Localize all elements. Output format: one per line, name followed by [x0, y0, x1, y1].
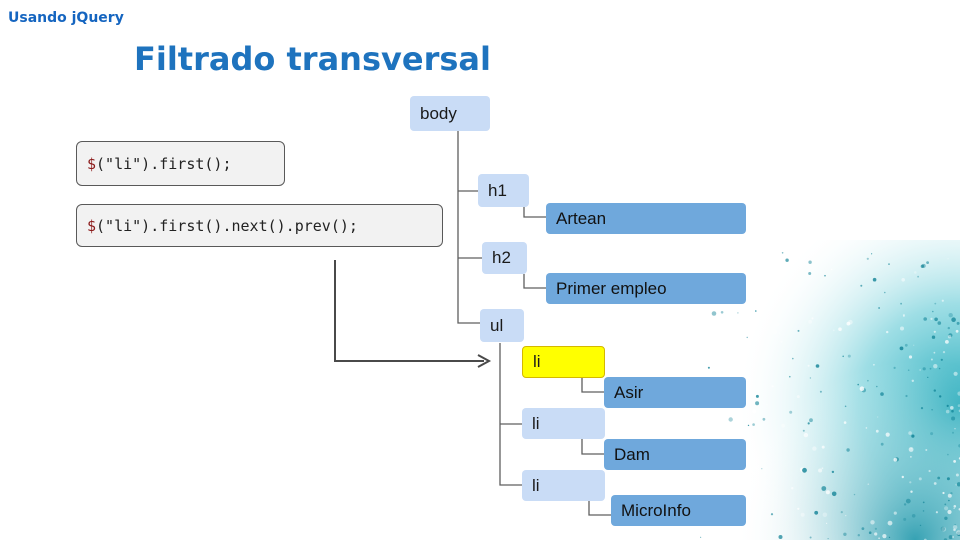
connector-h1-text [523, 205, 546, 218]
code-dollar: $ [87, 154, 97, 173]
node-h1-text: Artean [546, 203, 746, 234]
node-li3-text: MicroInfo [611, 495, 746, 526]
slide-title: Filtrado transversal [134, 40, 491, 78]
connector-body-children [457, 131, 480, 324]
node-li2-text: Dam [604, 439, 746, 470]
connector-li3-text [588, 501, 611, 516]
node-li2: li [522, 408, 605, 439]
node-li3: li [522, 470, 605, 501]
code-dollar: $ [87, 216, 97, 235]
node-ul: ul [480, 309, 524, 342]
node-h1: h1 [478, 174, 529, 207]
connector-ul-children [499, 343, 522, 486]
node-li1-text: Asir [604, 377, 746, 408]
connector-h2-text [523, 274, 546, 289]
node-h2-text: Primer empleo [546, 273, 746, 304]
code-snippet-first: $("li").first(); [76, 141, 285, 186]
connector-li1-text [581, 378, 604, 393]
code-text: ("li").first(); [96, 154, 232, 173]
node-body: body [410, 96, 490, 131]
node-h2: h2 [482, 242, 527, 274]
pointer-arrow [334, 260, 492, 368]
code-snippet-second: $("li").first().next().prev(); [76, 204, 443, 247]
connector-li2-text [581, 439, 604, 455]
node-li-highlighted: li [522, 346, 605, 378]
brand-label: Usando jQuery [8, 10, 124, 26]
code-text: ("li").first().next().prev(); [96, 216, 358, 235]
